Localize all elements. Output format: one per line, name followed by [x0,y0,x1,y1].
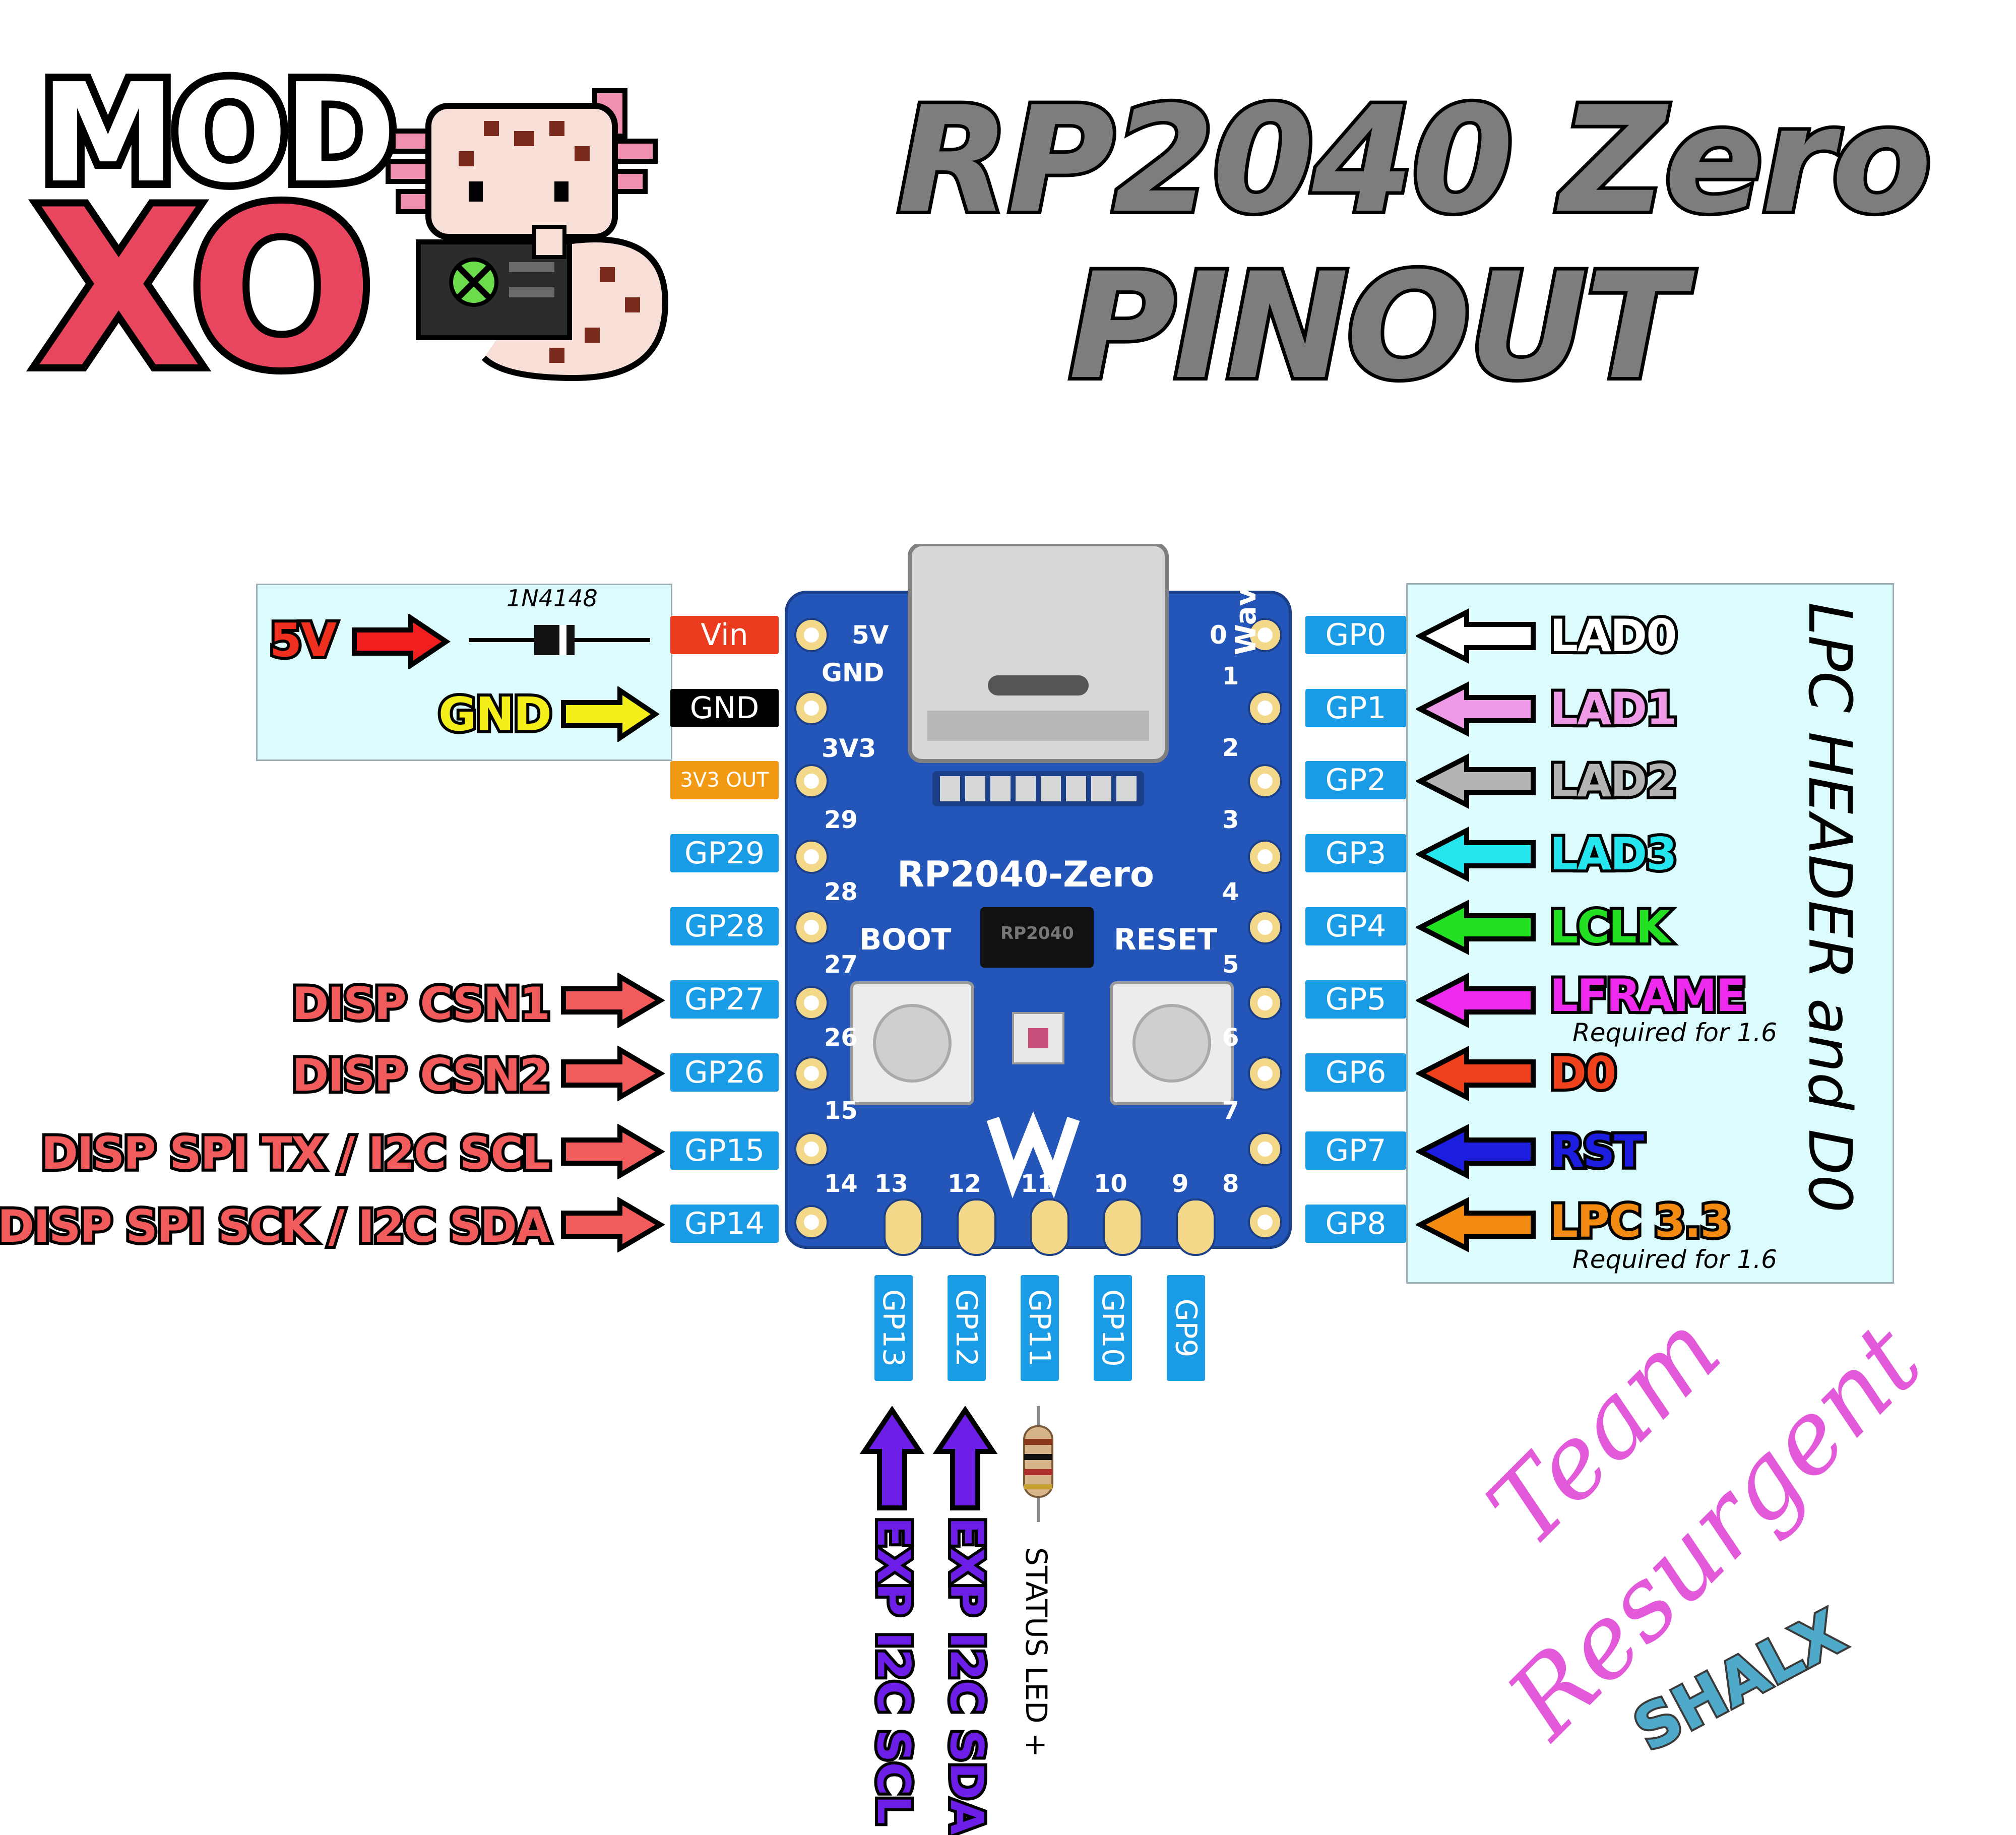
arrow-gp7-icon [1416,1124,1537,1179]
label-status-led: STATUS LED + [1019,1547,1053,1757]
silk-right-2: 2 [1222,736,1239,760]
pin-gp7: GP7 [1305,1131,1406,1170]
reset-label: RESET [1114,925,1217,954]
arrow-gp3-icon [1416,827,1537,882]
silk-left-28: 28 [824,880,858,904]
pin-3v3-out: 3V3 OUT [670,761,779,799]
silk-bottom-12: 12 [948,1172,981,1196]
arrow-gp8-icon [1416,1197,1537,1252]
pin-gp2: GP2 [1305,761,1406,799]
pin-vin: Vin [670,616,779,654]
label-lframe: LFRAME [1550,974,1745,1018]
silk-right-5: 5 [1222,953,1239,977]
pin-gp8: GP8 [1305,1205,1406,1243]
silk-bottom-10: 10 [1094,1172,1127,1196]
pin-gp28: GP28 [670,907,779,945]
pin-gp3: GP3 [1305,834,1406,872]
lpc-header-caption: LPC HEADER and D0 [1795,602,1865,1213]
pin-gp4: GP4 [1305,907,1406,945]
label-disp-csn2: DISP CSN2 [292,1053,549,1098]
silk-left-27: 27 [824,953,858,977]
silk-right-1: 1 [1222,664,1239,688]
pin-gp15: GP15 [670,1131,779,1170]
label-disp-csn1: DISP CSN1 [292,982,549,1026]
pin-gp0: GP0 [1305,616,1406,654]
arrow-gp15-icon [559,1124,665,1179]
note-lpc33: Required for 1.6 [1572,1245,1777,1274]
label-lad0: LAD0 [1550,614,1676,658]
arrow-gp12-icon [932,1406,998,1512]
label-d0: D0 [1550,1051,1615,1096]
resistor-icon [1013,1406,1063,1522]
silk-3v3: 3V3 [822,736,876,761]
label-disp-spi-tx: DISP SPI TX / I2C SCL [41,1131,549,1176]
silk-left-26: 26 [824,1026,858,1050]
arrow-gp5-icon [1416,973,1537,1028]
pin-gp1: GP1 [1305,689,1406,727]
silk-right-6: 6 [1222,1026,1239,1050]
diode-label: 1N4148 [507,585,598,612]
pin-gp11: GP11 [1021,1275,1059,1381]
label-lad1: LAD1 [1550,687,1676,731]
pin-gnd: GND [670,689,779,727]
note-lframe: Required for 1.6 [1572,1018,1777,1047]
label-lclk: LCLK [1550,905,1669,950]
pin-gp13: GP13 [874,1275,913,1381]
five-v-label: 5V [270,617,336,664]
pin-gp10: GP10 [1094,1275,1132,1381]
label-lpc33: LPC 3.3 [1550,1199,1730,1244]
silk-right-3: 3 [1222,808,1239,832]
pin-gp9: GP9 [1167,1275,1205,1381]
pin-gp14: GP14 [670,1205,779,1243]
board-name: RP2040-Zero [897,857,1154,892]
arrow-gp27-icon [559,973,665,1028]
pin-gp12: GP12 [948,1275,986,1381]
arrow-gp14-icon [559,1197,665,1252]
silk-5v: 5V [852,622,889,648]
pin-gp29: GP29 [670,834,779,872]
arrow-gp4-icon [1416,900,1537,955]
label-rst: RST [1550,1129,1643,1174]
gnd-label: GND [438,691,551,738]
diode-icon [464,612,655,668]
silk-left-15: 15 [824,1099,858,1123]
silk-gnd: GND [822,660,884,685]
logo-xo-text: XO [35,181,369,398]
brand-label: Waveshare [1232,479,1261,655]
label-exp-i2c-sda: EXP I2C SDA [940,1517,993,1835]
label-disp-spi-sck: DISP SPI SCK / I2C SDA [0,1205,549,1249]
chip-label: RP2040 [1000,925,1074,942]
pin-gp5: GP5 [1305,980,1406,1019]
silk-left-29: 29 [824,808,858,832]
silk-right-7: 7 [1222,1099,1239,1123]
title-line-2: PINOUT [897,242,1855,412]
arrow-gp13-icon [859,1406,925,1512]
arrow-gp26-icon [559,1046,665,1101]
silk-right-8: 8 [1222,1172,1239,1196]
silk-right-4: 4 [1222,880,1239,904]
pin-gp26: GP26 [670,1053,779,1092]
axolotl-mascot-icon [383,76,685,398]
label-lad2: LAD2 [1550,759,1676,803]
silk-bottom-11: 11 [1021,1172,1054,1196]
label-exp-i2c-scl: EXP I2C SCL [867,1517,920,1824]
arrow-gp2-icon [1416,753,1537,809]
title-line-1: RP2040 Zero [897,76,1855,245]
silk-bottom-9: 9 [1172,1172,1188,1196]
gnd-arrow-icon [559,686,660,742]
arrow-gp0-icon [1416,608,1537,664]
pin-gp27: GP27 [670,980,779,1019]
pin-gp6: GP6 [1305,1053,1406,1092]
silk-bottom-13: 13 [874,1172,908,1196]
silk-right-0: 0 [1210,622,1227,648]
boot-label: BOOT [859,925,951,954]
arrow-gp1-icon [1416,681,1537,737]
five-v-arrow-icon [350,614,451,669]
silk-left-14: 14 [824,1172,858,1196]
label-lad3: LAD3 [1550,832,1676,876]
arrow-gp6-icon [1416,1046,1537,1101]
